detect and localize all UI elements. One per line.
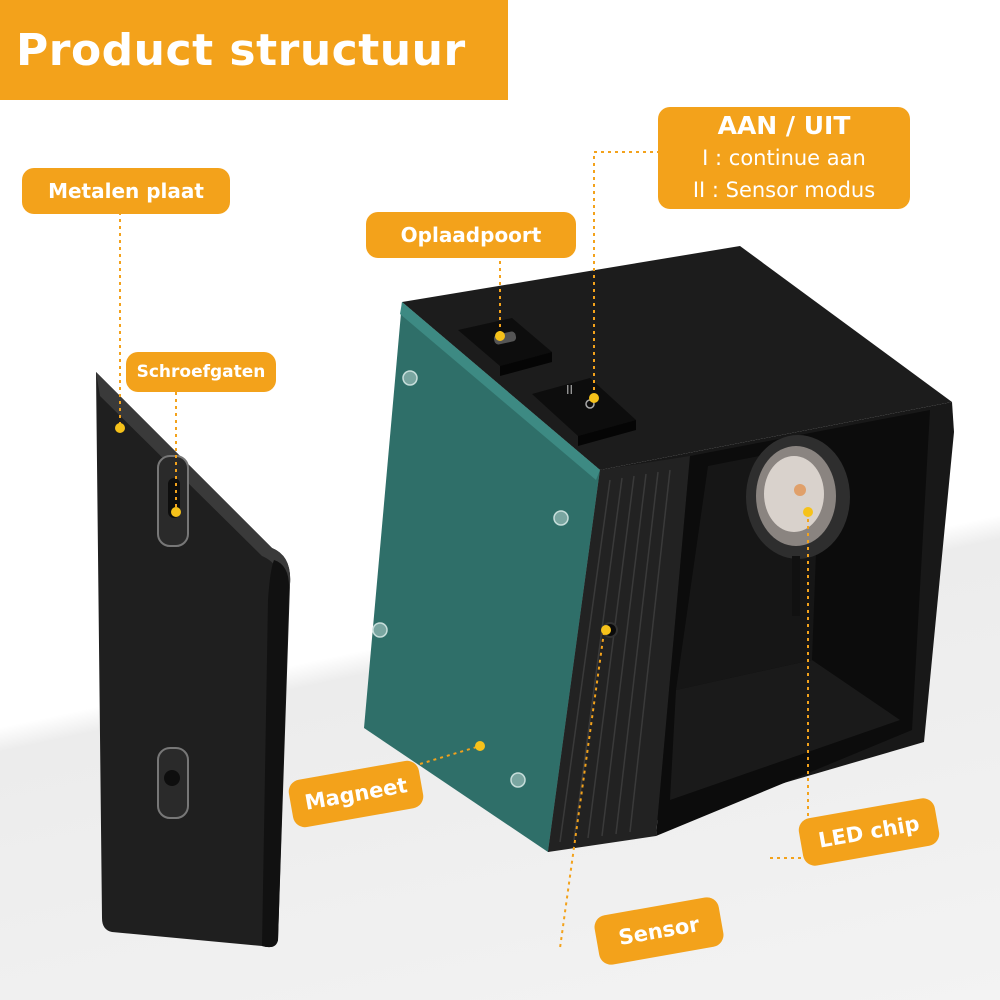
label-metal-plate: Metalen plaat <box>22 168 230 214</box>
cube-side-face <box>548 456 690 852</box>
title-banner: Product structuur <box>0 0 508 100</box>
label-charging-port-text: Oplaadpoort <box>400 223 542 247</box>
page-title: Product structuur <box>16 24 466 76</box>
label-screw-holes-text: Schroefgaten <box>136 362 266 382</box>
screw-heads <box>372 370 569 788</box>
label-switch: AAN / UIT I : continue aan II : Sensor m… <box>658 107 910 209</box>
marker-dots <box>115 331 813 751</box>
cube-top-face <box>402 246 952 470</box>
switch-mode-2: II : Sensor modus <box>692 178 876 202</box>
label-screw-holes: Schroefgaten <box>126 352 276 392</box>
label-charging-port: Oplaadpoort <box>366 212 576 258</box>
switch-title: AAN / UIT <box>717 111 851 140</box>
screw-hole-top <box>157 455 189 547</box>
label-magnet-text: Magneet <box>302 773 410 815</box>
metal-plate-shape <box>96 372 291 948</box>
magnet-back-plate <box>364 302 600 852</box>
label-metal-plate-text: Metalen plaat <box>48 179 204 203</box>
switch-button-shape: II <box>532 378 636 446</box>
label-led-chip-text: LED chip <box>816 811 922 853</box>
leader-lines <box>119 151 809 949</box>
switch-mode-1: I : continue aan <box>702 146 866 170</box>
screw-hole-bottom <box>157 747 189 819</box>
charging-port-shape <box>458 318 552 376</box>
svg-text:II: II <box>566 383 573 397</box>
label-sensor-text: Sensor <box>616 912 702 950</box>
